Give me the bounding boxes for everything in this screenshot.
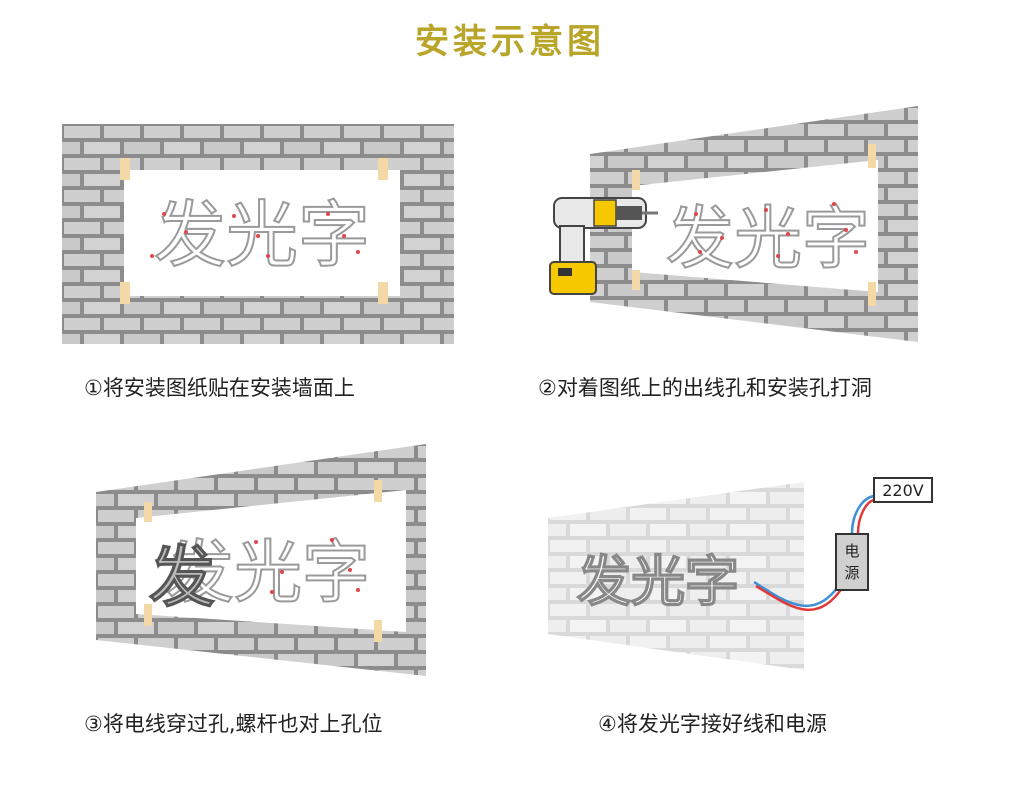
letter-being-mounted: 发 (149, 539, 215, 616)
hole-markers (150, 212, 360, 258)
wire-red (755, 581, 848, 612)
step-4-caption: ④将发光字接好线和电源 (598, 712, 827, 736)
tape-icon (374, 480, 382, 502)
tape-icon (632, 170, 640, 190)
step-2-caption: ②对着图纸上的出线孔和安装孔打洞 (538, 376, 872, 400)
tape-icon (378, 158, 388, 180)
tape-icon (868, 282, 876, 306)
tape-icon (868, 144, 876, 168)
page-title: 安装示意图 (415, 22, 605, 62)
power-supply-icon: 电 源 (835, 533, 869, 591)
tape-icon (632, 270, 640, 290)
brick-wall (548, 482, 804, 670)
tape-icon (378, 282, 388, 304)
install-paper (136, 490, 406, 632)
wire-blue (850, 494, 875, 535)
wire-red (856, 498, 875, 535)
tape-icon (374, 620, 382, 642)
wire-blue (753, 577, 846, 608)
sign-outline: 发光字 (666, 200, 870, 279)
step-1-caption: ①将安装图纸贴在安装墙面上 (84, 376, 355, 400)
hole-markers (694, 202, 858, 258)
sign-outline: 发光字 (166, 534, 370, 613)
install-paper (632, 160, 878, 292)
drill-icon (549, 197, 658, 295)
tape-icon (120, 282, 130, 304)
mounted-sign: 发光字 (577, 550, 739, 613)
hole-markers (254, 538, 360, 594)
tape-icon (144, 502, 152, 522)
tape-icon (120, 158, 130, 180)
svg-text:电: 电 (844, 542, 859, 560)
tape-icon (144, 604, 152, 626)
voltage-label-box (873, 477, 933, 503)
sign-outline: 发光字 (154, 193, 370, 277)
svg-text:源: 源 (844, 564, 859, 582)
step-3-caption: ③将电线穿过孔,螺杆也对上孔位 (84, 712, 383, 736)
step-1-illustration: 发光字 (62, 124, 454, 344)
voltage-label: 220V (882, 481, 924, 500)
step-2-illustration: 发光字 (546, 106, 926, 342)
step-3-illustration: 发光字 发 (96, 444, 426, 676)
install-paper (124, 170, 400, 296)
step-4-illustration: 发光字 电 源 220V (548, 474, 938, 670)
